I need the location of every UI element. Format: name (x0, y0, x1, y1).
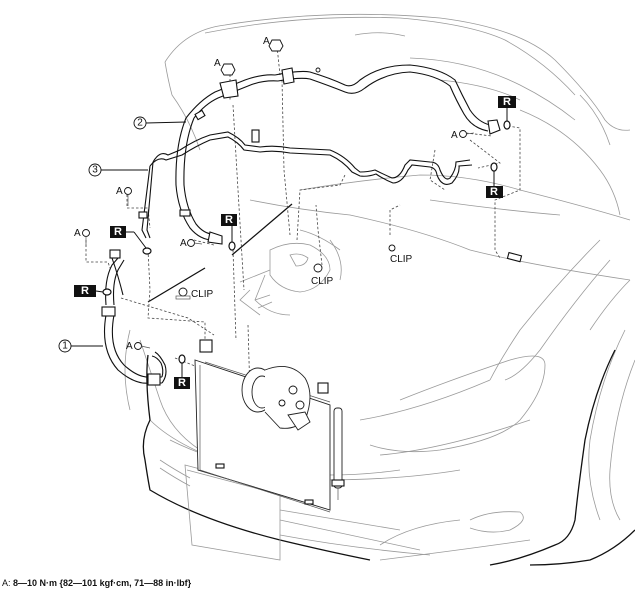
clip-bracket-icon (506, 251, 523, 263)
o-ring (490, 162, 498, 172)
bolt-icon (134, 342, 142, 350)
torque-a-label: A (214, 58, 221, 69)
svg-text:R: R (81, 285, 89, 297)
torque-a-label: A (126, 341, 133, 352)
replace-marker: R (486, 171, 503, 198)
bolt-a-5: A (180, 238, 203, 249)
bolt-icon (82, 229, 90, 237)
nut-a-2: A (263, 36, 284, 52)
o-ring (228, 241, 236, 251)
replace-marker: R (221, 214, 237, 242)
torque-a-label: A (263, 36, 270, 47)
callout-2: 2 (133, 116, 187, 130)
clip-label: CLIP (191, 289, 214, 300)
svg-text:2: 2 (137, 118, 143, 129)
bolt-icon (187, 239, 195, 247)
clip-label: CLIP (311, 276, 334, 287)
bolt-a-3: A (116, 186, 132, 206)
svg-text:R: R (490, 186, 498, 198)
bolt-a-6: A (126, 341, 151, 352)
flange-nut-icon (220, 63, 236, 76)
bolt-a-7: A (451, 130, 475, 141)
torque-specification-note: A: 8—10 N·m {82—101 kgf·cm, 71—88 in·lbf… (2, 578, 191, 588)
clip-4 (506, 251, 523, 263)
o-ring (102, 288, 112, 296)
svg-text:3: 3 (92, 165, 98, 176)
clip-icon (388, 244, 396, 252)
condenser-assembly (194, 339, 345, 513)
torque-note-value: 8—10 N·m {82—101 kgf·cm, 71—88 in·lbf} (13, 578, 192, 588)
torque-fasteners: A A A A A A A (74, 36, 475, 352)
svg-text:R: R (114, 226, 122, 238)
clip-3: CLIP (388, 244, 413, 265)
pipe-3 (138, 129, 473, 239)
svg-text:1: 1 (62, 341, 68, 352)
bolt-icon (459, 130, 467, 138)
svg-text:R: R (503, 96, 511, 108)
callout-1: 1 (58, 339, 103, 353)
svg-text:R: R (225, 214, 233, 226)
receiver-drier (333, 407, 343, 489)
support-member-line (231, 203, 293, 256)
torque-a-label: A (116, 186, 123, 197)
clip-label: CLIP (390, 254, 413, 265)
o-ring (142, 247, 152, 255)
torque-a-label: A (180, 238, 187, 249)
svg-text:R: R (178, 377, 186, 389)
replace-marker: R (110, 226, 147, 249)
clip-icon (178, 287, 188, 297)
flange-nut-icon (268, 39, 284, 52)
nut-a-1: A (214, 58, 236, 76)
callout-3: 3 (88, 163, 148, 177)
replace-marker: R (174, 363, 190, 389)
compressor (241, 365, 311, 431)
clip-1: CLIP (175, 287, 214, 300)
support-member-line (147, 267, 206, 303)
torque-note-label: A: (2, 578, 11, 588)
o-ring (503, 120, 511, 130)
hose-2 (175, 64, 501, 245)
bolt-icon (124, 187, 132, 195)
torque-a-label: A (74, 228, 81, 239)
clips: CLIP CLIP CLIP (175, 244, 523, 300)
replace-marker: R (74, 285, 104, 297)
torque-a-label: A (451, 130, 458, 141)
replace-markers: R R R R R R (74, 96, 516, 389)
clip-icon (313, 263, 323, 273)
replace-marker: R (498, 96, 516, 121)
o-ring (178, 354, 186, 364)
clip-2: CLIP (311, 263, 334, 287)
hose-1 (101, 249, 167, 386)
installation-guide-lines (85, 45, 521, 396)
bolt-a-4: A (74, 228, 90, 246)
